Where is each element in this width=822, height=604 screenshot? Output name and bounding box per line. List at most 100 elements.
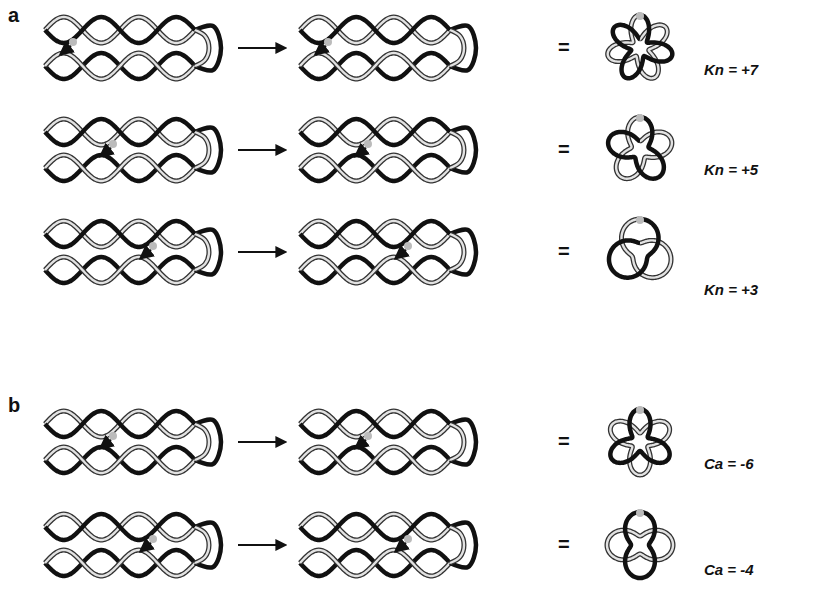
light-strand-outline (450, 132, 464, 168)
dark-strand (195, 522, 221, 567)
light-strand (300, 53, 450, 79)
topology-value: Kn = +7 (704, 62, 758, 79)
dark-strand (300, 257, 450, 283)
light-strand-outline (300, 17, 450, 43)
light-strand (450, 132, 464, 168)
cut-marker (69, 38, 77, 46)
light-strand (45, 221, 195, 247)
dark-strand (45, 411, 195, 437)
cut-marker (636, 12, 644, 20)
dark-strand (625, 512, 655, 578)
light-strand (300, 514, 450, 540)
light-strand (45, 447, 195, 473)
cut-marker (149, 535, 157, 543)
panel-letter: a (8, 4, 19, 26)
dark-strand (45, 53, 195, 79)
equals-sign: = (558, 138, 570, 160)
light-strand (195, 424, 209, 460)
light-strand (450, 424, 464, 460)
catenane-drawing (607, 509, 673, 578)
light-strand-outline (45, 119, 195, 145)
light-strand-outline (300, 514, 450, 540)
step-arrow (238, 544, 285, 546)
topology-value: Kn = +3 (704, 282, 758, 299)
direction-arrow (396, 250, 406, 258)
light-strand-outline (45, 17, 195, 43)
dark-strand (450, 522, 476, 567)
cut-marker (404, 242, 412, 250)
light-strand-outline (300, 550, 450, 576)
dark-strand (195, 127, 221, 172)
light-strand (300, 119, 450, 145)
light-strand (607, 530, 673, 560)
light-strand (300, 447, 450, 473)
twisted-duplex (45, 411, 221, 473)
cut-marker (636, 114, 644, 122)
knot-drawing (609, 216, 671, 278)
cut-marker (404, 535, 412, 543)
dark-strand (300, 53, 450, 79)
dark-strand (450, 229, 476, 274)
light-strand (45, 17, 195, 43)
topology-value: Ca = -4 (704, 562, 754, 579)
dark-strand (450, 25, 476, 70)
dark-strand (609, 219, 659, 278)
dark-strand (300, 411, 450, 437)
light-strand-outline (195, 30, 209, 66)
twisted-duplex (300, 514, 476, 576)
light-strand-outline (450, 424, 464, 460)
direction-arrow (101, 148, 111, 156)
light-strand (300, 155, 450, 181)
step-arrow (238, 47, 285, 49)
step-arrow (238, 251, 285, 253)
step-arrow (238, 149, 285, 151)
light-strand (45, 155, 195, 181)
catenane-drawing (610, 406, 669, 475)
light-strand-outline (607, 530, 673, 560)
dark-strand (45, 17, 195, 43)
light-strand-outline (450, 234, 464, 270)
dark-strand (300, 550, 450, 576)
light-strand (450, 30, 464, 66)
dark-strand (300, 119, 450, 145)
topology-value: Kn = +5 (704, 162, 758, 179)
light-strand (195, 132, 209, 168)
light-strand-outline (450, 527, 464, 563)
cut-marker (364, 432, 372, 440)
light-strand-outline (45, 514, 195, 540)
cut-marker (149, 242, 157, 250)
twisted-duplex (300, 221, 476, 283)
light-strand-outline (45, 447, 195, 473)
dark-strand (300, 17, 450, 43)
cut-marker (636, 216, 644, 224)
direction-arrow (141, 543, 151, 551)
light-strand-outline (195, 527, 209, 563)
twisted-duplex (300, 17, 476, 79)
direction-arrow (141, 250, 151, 258)
dark-strand (45, 257, 195, 283)
light-strand-outline (45, 53, 195, 79)
dark-strand (45, 155, 195, 181)
light-strand-outline (300, 221, 450, 247)
step-arrow (238, 441, 285, 443)
cut-marker (324, 38, 332, 46)
direction-arrow (356, 440, 366, 448)
dark-strand (300, 447, 450, 473)
dark-strand (45, 514, 195, 540)
light-strand (45, 550, 195, 576)
dark-strand (300, 155, 450, 181)
light-strand-outline (300, 119, 450, 145)
direction-arrow (356, 148, 366, 156)
dark-strand (300, 514, 450, 540)
light-strand-outline (45, 155, 195, 181)
light-strand (45, 411, 195, 437)
light-strand-outline (300, 257, 450, 283)
cut-marker (636, 509, 644, 517)
equals-sign: = (558, 240, 570, 262)
direction-arrow (316, 46, 326, 54)
equals-sign: = (558, 430, 570, 452)
light-strand (300, 221, 450, 247)
direction-arrow (101, 440, 111, 448)
light-strand (45, 53, 195, 79)
